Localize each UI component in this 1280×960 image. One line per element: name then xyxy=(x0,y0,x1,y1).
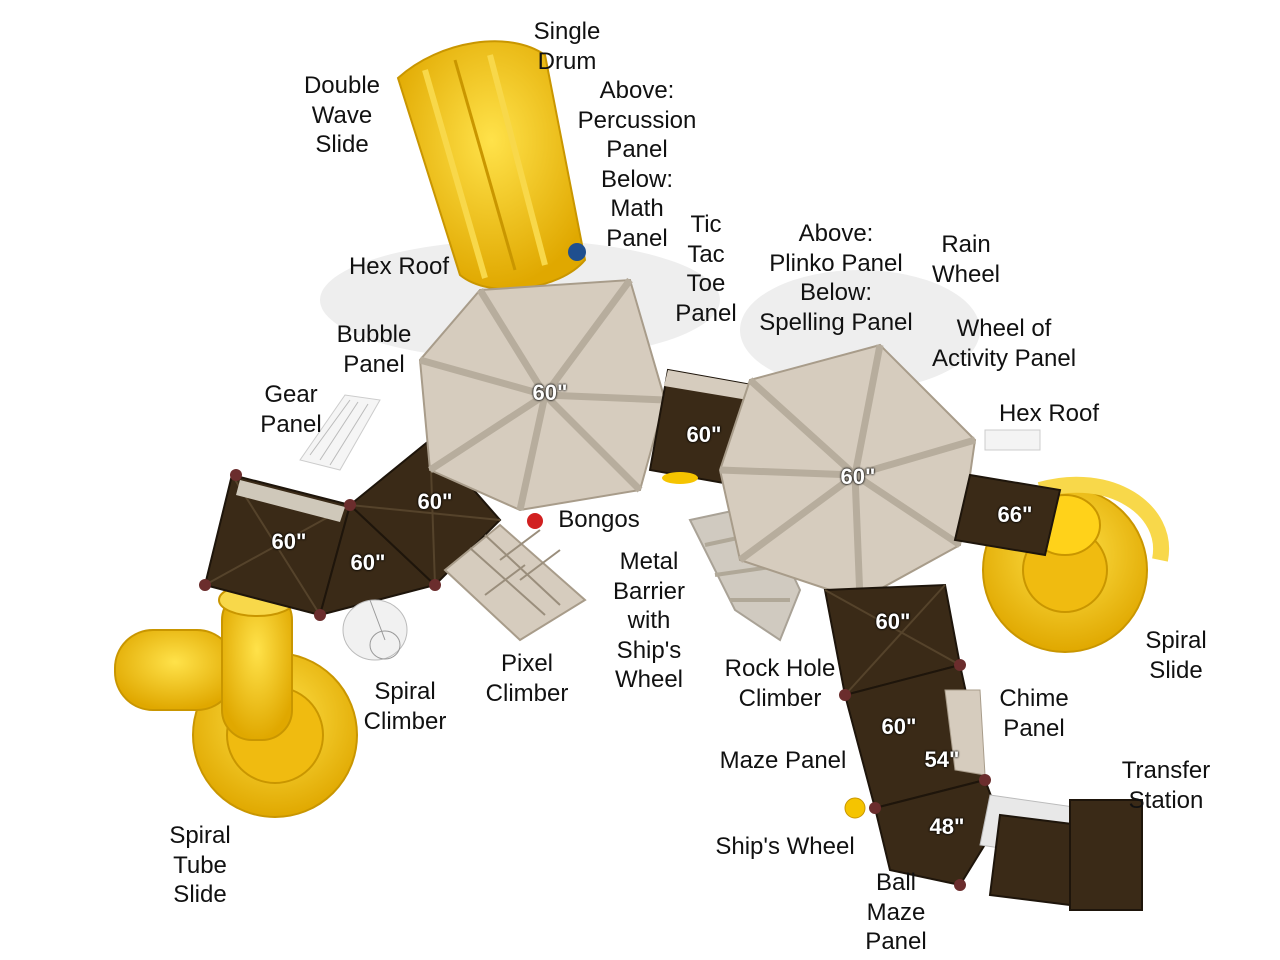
height-step-48: 48" xyxy=(929,814,965,839)
label-single-drum: Single Drum xyxy=(533,18,601,75)
label-ships-wheel: Ship's Wheel xyxy=(715,833,855,860)
pixel-climber xyxy=(443,523,587,642)
label-spiral-climber: Spiral Climber xyxy=(363,678,447,735)
height-deck-mid-left: 60" xyxy=(417,489,453,514)
post-caps xyxy=(199,469,991,891)
label-bubble-panel: Bubble Panel xyxy=(336,321,412,378)
label-transfer-station: Transfer Station xyxy=(1121,757,1211,814)
height-roof-left: 60" xyxy=(532,380,568,405)
bongos-icon xyxy=(527,513,543,529)
double-wave-slide xyxy=(396,40,587,291)
label-percussion-math: Above: Percussion Panel Below: Math Pane… xyxy=(577,77,697,252)
label-spiral-tube-slide: Spiral Tube Slide xyxy=(169,822,231,908)
ships-wheel-icon xyxy=(844,797,866,819)
deck-left xyxy=(203,473,352,617)
label-wheel-activity: Wheel of Activity Panel xyxy=(931,315,1077,372)
height-bridge: 60" xyxy=(686,422,722,447)
spiral-climber xyxy=(342,599,408,661)
label-hex-roof-left: Hex Roof xyxy=(348,253,450,280)
height-deck-slide: 66" xyxy=(997,502,1033,527)
height-deck-right-2: 60" xyxy=(881,714,917,739)
label-tic-tac-toe: Tic Tac Toe Panel xyxy=(675,211,737,327)
height-roof-right: 60" xyxy=(840,464,876,489)
deck-right-2 xyxy=(843,663,987,810)
label-rock-hole: Rock Hole Climber xyxy=(724,655,836,712)
label-hex-roof-right: Hex Roof xyxy=(998,400,1100,427)
height-deck-left-lower: 60" xyxy=(350,550,386,575)
hex-roof-right xyxy=(718,343,977,602)
label-maze-panel: Maze Panel xyxy=(719,747,847,774)
height-deck-left: 60" xyxy=(271,529,307,554)
label-spiral-slide: Spiral Slide xyxy=(1145,627,1207,684)
label-rain-wheel: Rain Wheel xyxy=(931,231,1001,288)
single-drum-icon xyxy=(568,243,586,261)
shadow-right xyxy=(740,270,980,390)
label-plinko-spelling: Above: Plinko Panel Below: Spelling Pane… xyxy=(759,220,913,336)
height-step-54: 54" xyxy=(924,747,960,772)
step-48 xyxy=(873,778,1002,887)
label-ball-maze: Ball Maze Panel xyxy=(865,869,927,955)
label-gear-panel: Gear Panel xyxy=(260,381,322,438)
label-metal-barrier: Metal Barrier with Ship's Wheel xyxy=(612,548,686,693)
label-bongos: Bongos xyxy=(558,506,640,533)
transfer-station xyxy=(979,794,1143,911)
hex-roof-left xyxy=(418,277,667,512)
gear-panel xyxy=(299,394,381,471)
wheel-activity-rail xyxy=(984,429,1041,451)
label-chime-panel: Chime Panel xyxy=(999,685,1069,742)
label-pixel-climber: Pixel Climber xyxy=(485,650,569,707)
height-deck-right-1: 60" xyxy=(875,609,911,634)
deck-slide xyxy=(953,473,1062,557)
label-double-wave-slide: Double Wave Slide xyxy=(303,72,381,158)
